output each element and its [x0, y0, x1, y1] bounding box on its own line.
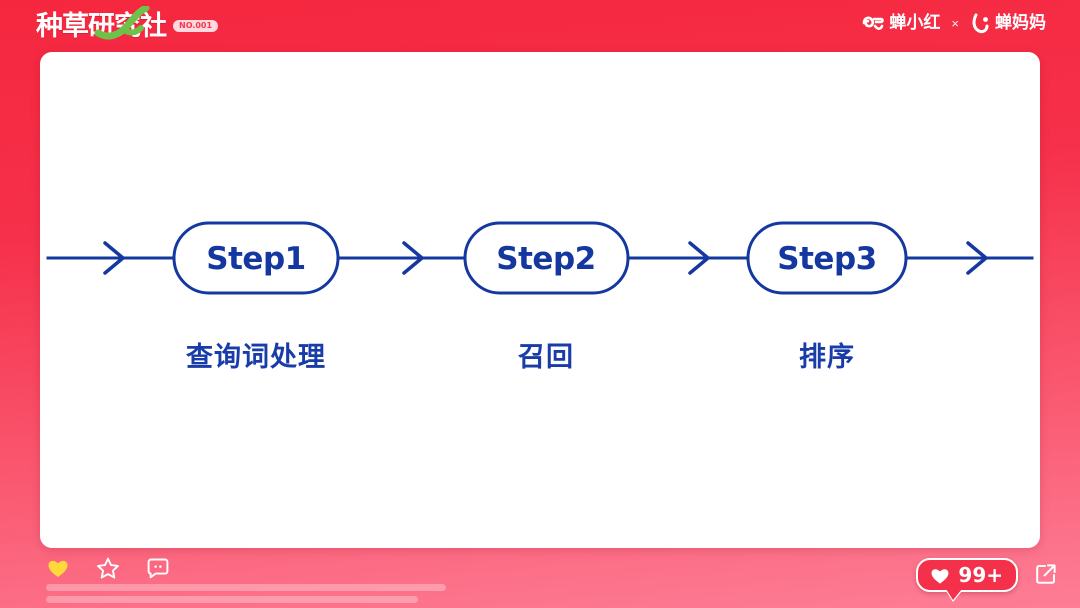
comment-icon[interactable] — [146, 556, 170, 580]
partner-chan-mama[interactable]: 蝉妈妈 — [970, 13, 1046, 34]
footer-bar: 99+ — [0, 548, 1080, 608]
footer-placeholder-bars — [46, 584, 466, 608]
like-count-badge[interactable]: 99+ — [916, 558, 1018, 592]
flow-caption-step1: 查询词处理 — [186, 342, 326, 373]
heart-icon — [931, 569, 949, 584]
brand-no-badge: NO.001 — [173, 20, 219, 32]
chan-xiaohong-logo-icon — [863, 16, 885, 30]
heart-icon[interactable] — [46, 556, 70, 580]
brand-logo[interactable]: 种草研究社 NO.001 — [36, 6, 219, 44]
partner-chan-mama-label: 蝉妈妈 — [995, 13, 1046, 33]
chan-mama-logo-icon — [972, 13, 989, 34]
content-card — [40, 52, 1040, 548]
share-icon[interactable] — [1034, 562, 1058, 586]
header: 种草研究社 NO.001 蝉小红 × — [0, 0, 1080, 52]
placeholder-bar — [46, 584, 446, 591]
flow-caption-step3: 排序 — [799, 342, 855, 373]
like-count-label: 99+ — [958, 563, 1003, 587]
footer-action-icons — [46, 556, 170, 580]
partner-chan-xiaohong[interactable]: 蝉小红 — [862, 14, 940, 34]
placeholder-bar — [46, 596, 418, 603]
partner-chan-xiaohong-label: 蝉小红 — [889, 13, 941, 33]
partner-separator: × — [951, 16, 959, 31]
star-icon[interactable] — [96, 556, 120, 580]
flow-caption-step2: 召回 — [518, 342, 574, 373]
partner-brands: 蝉小红 × 蝉妈妈 — [862, 13, 1046, 34]
brand-logo-text: 种草研究社 — [36, 10, 167, 42]
flow-captions: 查询词处理 召回 排序 — [0, 344, 1080, 390]
